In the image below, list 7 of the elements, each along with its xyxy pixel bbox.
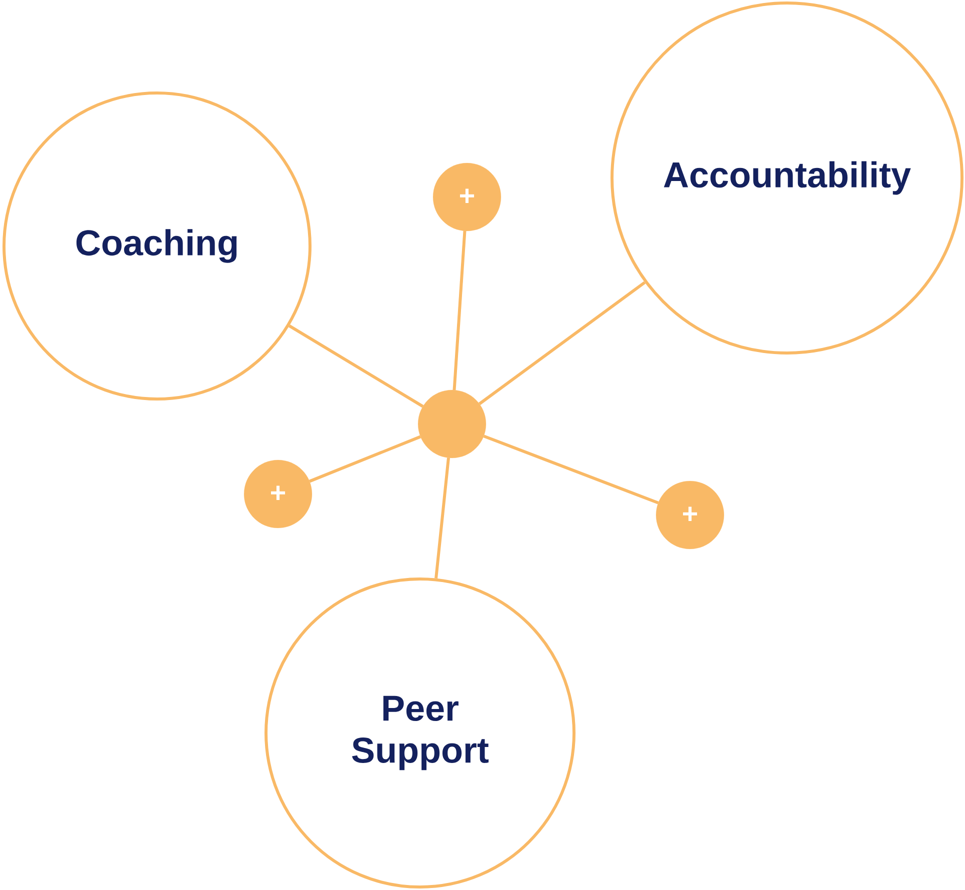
connector-line: [483, 434, 659, 504]
connector-line: [308, 435, 422, 483]
hub-circle: [418, 390, 486, 458]
connector-line: [288, 324, 424, 408]
connector-line: [478, 281, 646, 406]
connector-line: [434, 458, 450, 578]
connector-line: [452, 230, 466, 390]
